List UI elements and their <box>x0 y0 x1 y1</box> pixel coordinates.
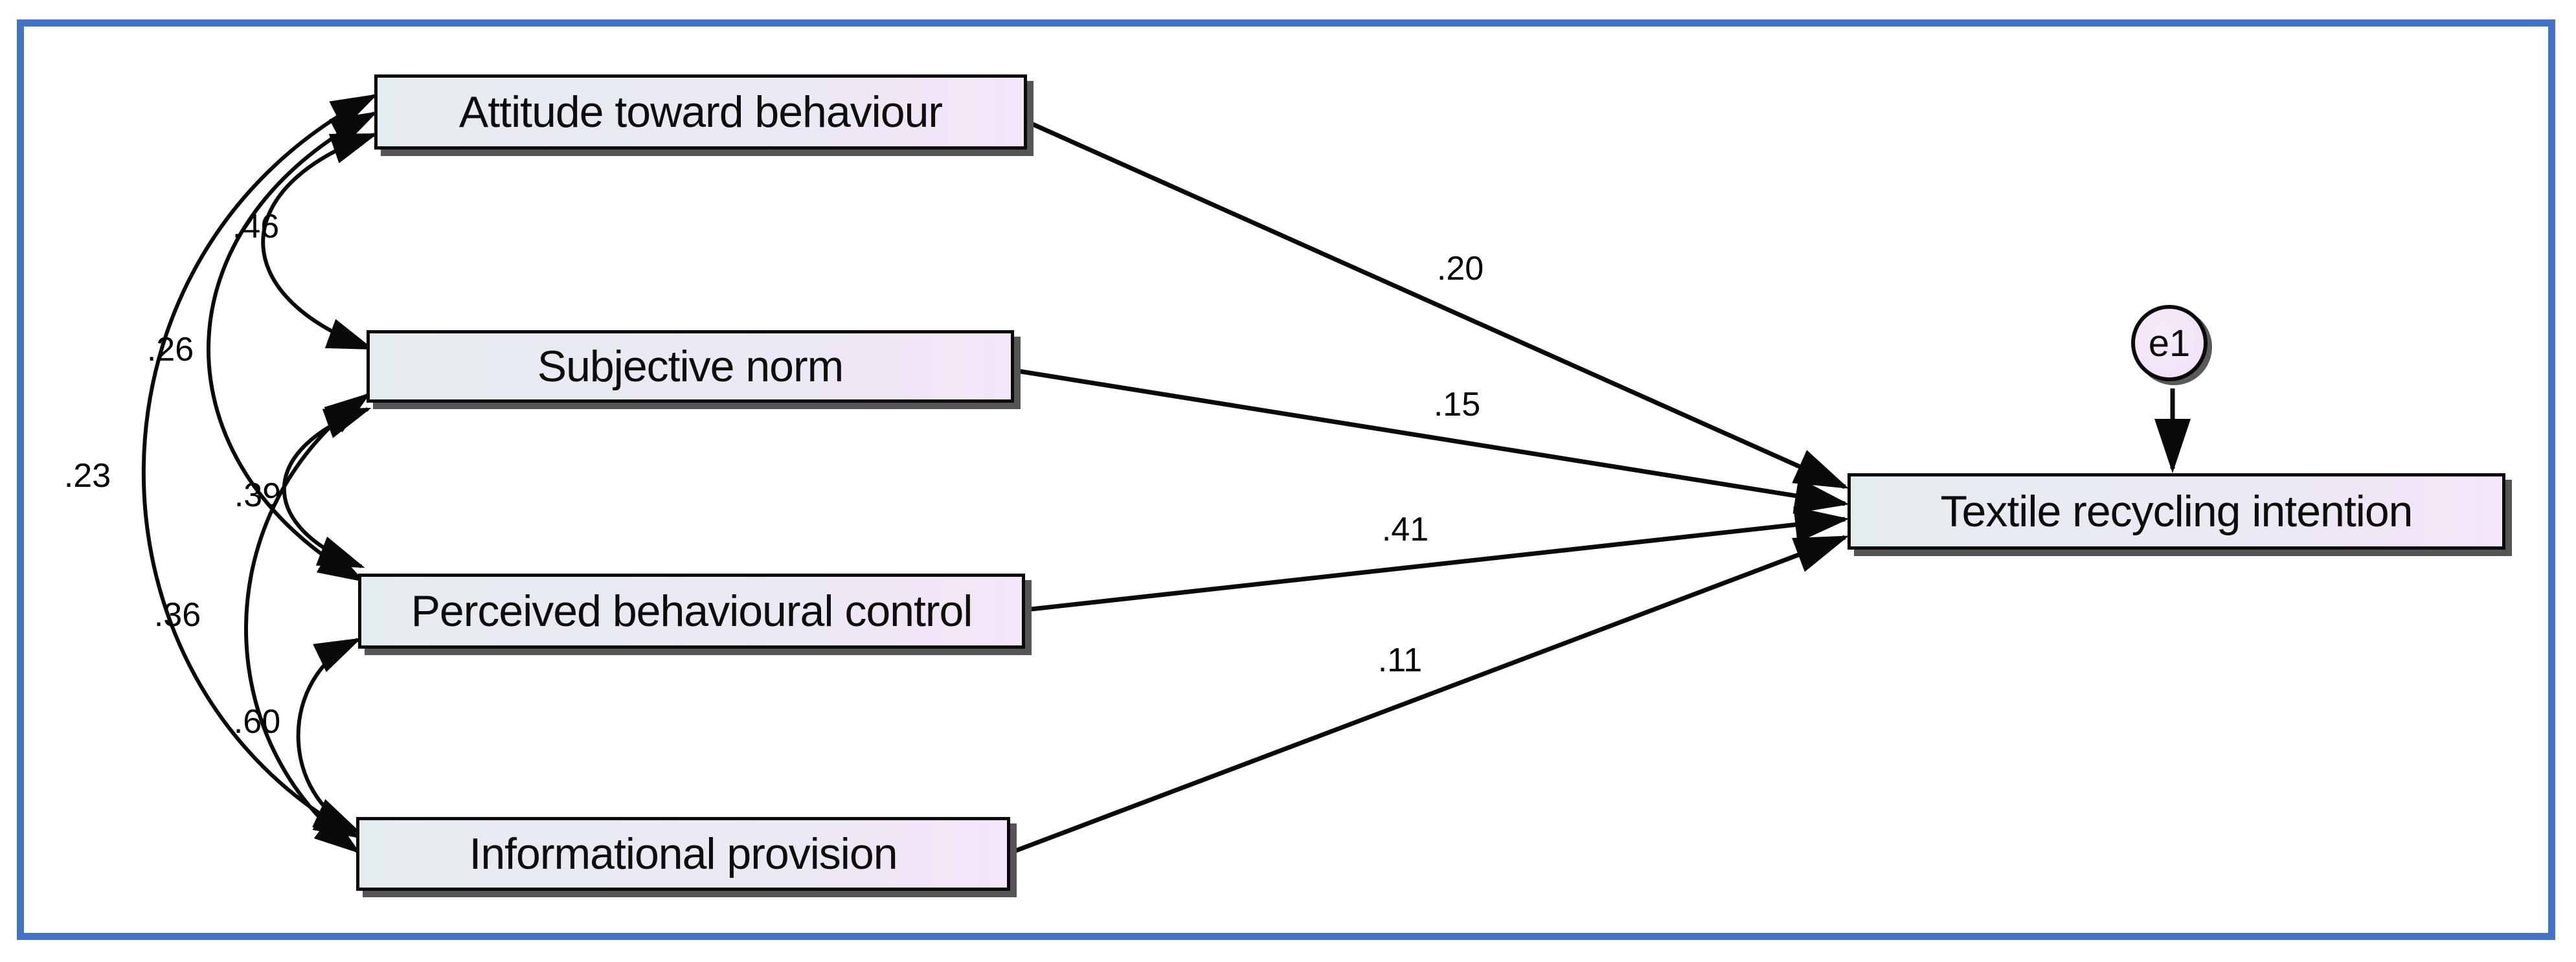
covariance-arc-attitude-subjective <box>261 133 378 350</box>
path-coefficient-label: .15 <box>1433 386 1481 423</box>
path-arrow-info-to-intention <box>1008 535 1849 856</box>
covariance-value-label: .26 <box>146 331 194 368</box>
error-term-e1: e1 <box>2131 305 2208 381</box>
path-arrow-pbc-to-intention <box>1024 506 1849 612</box>
covariance-arc-attitude-pbc <box>207 111 378 582</box>
path-coefficient-label: .11 <box>1377 642 1423 679</box>
covariance-arc-attitude-info <box>141 94 378 838</box>
node-textile-recycling-intention: Textile recycling intention <box>1847 473 2505 550</box>
covariance-value-label: .39 <box>234 476 282 514</box>
covariance-value-label: .46 <box>232 208 280 245</box>
figure-border-frame <box>17 19 2555 940</box>
covariance-value-label: .36 <box>153 596 201 634</box>
path-arrow-attitude-to-intention <box>1026 119 1849 489</box>
covariance-value-label: .60 <box>233 703 281 741</box>
node-informational-provision: Informational provision <box>356 817 1010 891</box>
node-attitude-toward-behaviour: Attitude toward behaviour <box>374 74 1027 150</box>
covariance-arc-subjective-info <box>244 392 371 854</box>
covariance-arc-pbc-info <box>296 638 362 833</box>
node-subjective-norm: Subjective norm <box>367 330 1014 403</box>
node-perceived-behavioural-control: Perceived behavioural control <box>358 574 1025 649</box>
path-arrow-subjective-to-intention <box>1013 368 1849 514</box>
covariance-value-label: .23 <box>63 457 111 495</box>
path-coefficient-label: .41 <box>1381 511 1429 548</box>
path-coefficient-label: .20 <box>1436 250 1484 287</box>
